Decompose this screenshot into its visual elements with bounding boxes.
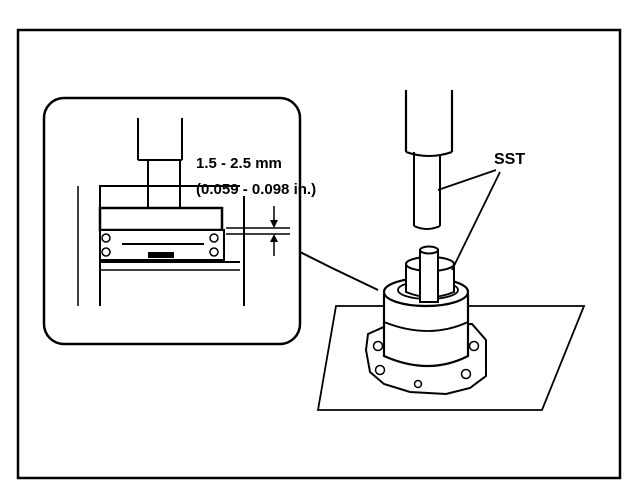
sst-label: SST — [494, 151, 525, 168]
inset-callout-leader — [299, 251, 379, 291]
sst-leader-upper — [437, 169, 497, 191]
press-shaft-tip — [413, 225, 441, 230]
flange-bolt-hole-2 — [374, 364, 386, 376]
main-assembly: SST — [316, 90, 586, 411]
housing-left-wall — [99, 185, 240, 306]
dimension-arrow-bottom-head — [270, 234, 278, 242]
detail-inset: 1.5 - 2.5 mm (0.059 - 0.098 in.) — [42, 96, 379, 346]
bearing-ball-right-top — [209, 233, 219, 243]
dimension-mm-label: 1.5 - 2.5 mm — [196, 155, 282, 172]
flange-bolt-hole-1 — [372, 340, 384, 352]
bearing-inner-race — [148, 252, 174, 258]
sst-leader-lower — [451, 171, 501, 271]
bearing-ball-left-top — [101, 233, 111, 243]
hub-cylinder-band — [383, 321, 469, 332]
bearing-ball-right-bottom — [209, 247, 219, 257]
hub-cylinder-body — [382, 294, 470, 368]
installer-pin — [419, 249, 439, 303]
installer-pin-top — [419, 245, 439, 255]
dimension-arrow-top-head — [270, 220, 278, 228]
press-plate — [98, 206, 224, 232]
flange-bolt-hole-3 — [468, 340, 480, 352]
press-ram-bottom-edge — [405, 151, 453, 157]
flange-bolt-hole-4 — [460, 368, 472, 380]
flange-bolt-hole-5 — [413, 379, 423, 389]
dimension-in-label: (0.059 - 0.098 in.) — [196, 181, 316, 198]
bearing-ball-left-bottom — [101, 247, 111, 257]
